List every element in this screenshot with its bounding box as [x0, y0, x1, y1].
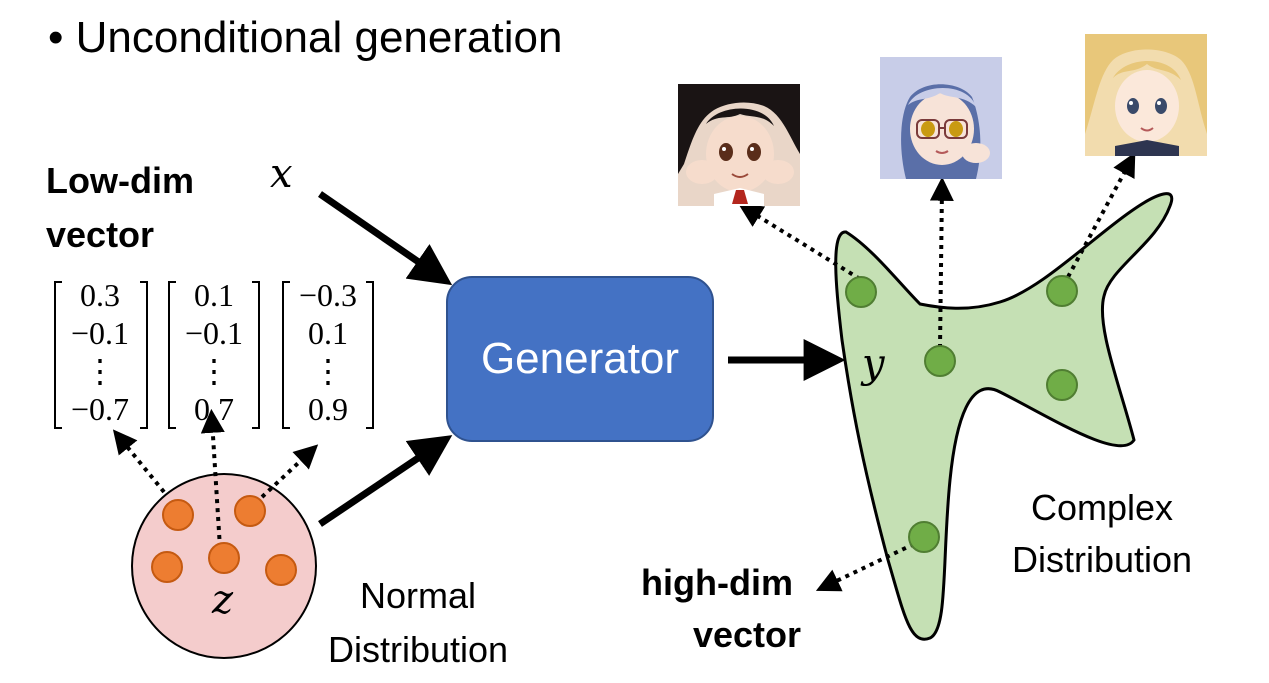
vector-2-value-1: 0.1 [194, 277, 234, 313]
vector-1-value-4: −0.7 [70, 391, 130, 427]
vector-1-ellipsis: ⋮ [84, 353, 116, 389]
dotted-arrow-to-vector-3 [260, 444, 319, 499]
complex-point-5 [908, 521, 940, 553]
normal-point-5 [265, 554, 297, 586]
latent-z-label: z [212, 577, 234, 623]
input-x-label: x [270, 151, 293, 197]
vector-1: 0.3 −0.1 ⋮ −0.7 [54, 276, 146, 428]
generator-label: Generator [480, 334, 680, 383]
vector-3-value-4: 0.9 [308, 391, 348, 427]
high-dim-label-line2: vector [692, 614, 802, 655]
vector-2-value-2: −0.1 [184, 315, 244, 351]
anime-face-glasses-icon [880, 57, 1002, 179]
normal-point-3 [151, 551, 183, 583]
arrow-x-to-generator [318, 191, 453, 286]
low-dim-label-line1: Low-dim [46, 160, 194, 201]
complex-distribution-label-line2: Distribution [1011, 539, 1193, 580]
dotted-arrow-to-high-dim [815, 542, 915, 592]
complex-point-4 [1046, 369, 1078, 401]
normal-distribution-label-line1: Normal [359, 575, 476, 616]
slide-title: • Unconditional generation [48, 13, 563, 62]
low-dim-label-line2: vector [46, 214, 155, 255]
normal-point-1 [162, 499, 194, 531]
vector-3-value-2: 0.1 [308, 315, 348, 351]
normal-distribution-label-line2: Distribution [327, 629, 509, 670]
anime-face-dark-hair-icon [678, 84, 800, 206]
vector-3-value-1: −0.3 [298, 277, 358, 313]
anime-face-blonde-icon [1085, 34, 1207, 156]
complex-point-1 [845, 276, 877, 308]
generator-box: Generator [446, 276, 714, 442]
dotted-arrow-to-face-1 [738, 204, 862, 281]
normal-point-4 [208, 542, 240, 574]
dotted-arrow-to-face-3 [1066, 152, 1136, 278]
vector-1-value-1: 0.3 [80, 277, 120, 313]
high-dim-label-line1: high-dim [641, 562, 793, 603]
vector-3: −0.3 0.1 ⋮ 0.9 [282, 276, 374, 428]
vector-2: 0.1 −0.1 ⋮ 0.7 [168, 276, 260, 428]
vector-3-ellipsis: ⋮ [312, 353, 344, 389]
vector-1-value-2: −0.1 [70, 315, 130, 351]
vector-2-ellipsis: ⋮ [198, 353, 230, 389]
complex-point-3 [1046, 275, 1078, 307]
complex-distribution-label-line1: Complex [1030, 487, 1174, 528]
arrow-z-to-generator [318, 435, 453, 527]
output-y-label: y [862, 341, 885, 387]
vector-brackets [54, 281, 374, 429]
vector-2-value-4: 0.7 [194, 391, 234, 427]
complex-point-2 [924, 345, 956, 377]
dotted-arrow-to-vector-2 [200, 408, 225, 549]
normal-point-2 [234, 495, 266, 527]
dotted-arrow-to-vector-1 [112, 429, 166, 494]
